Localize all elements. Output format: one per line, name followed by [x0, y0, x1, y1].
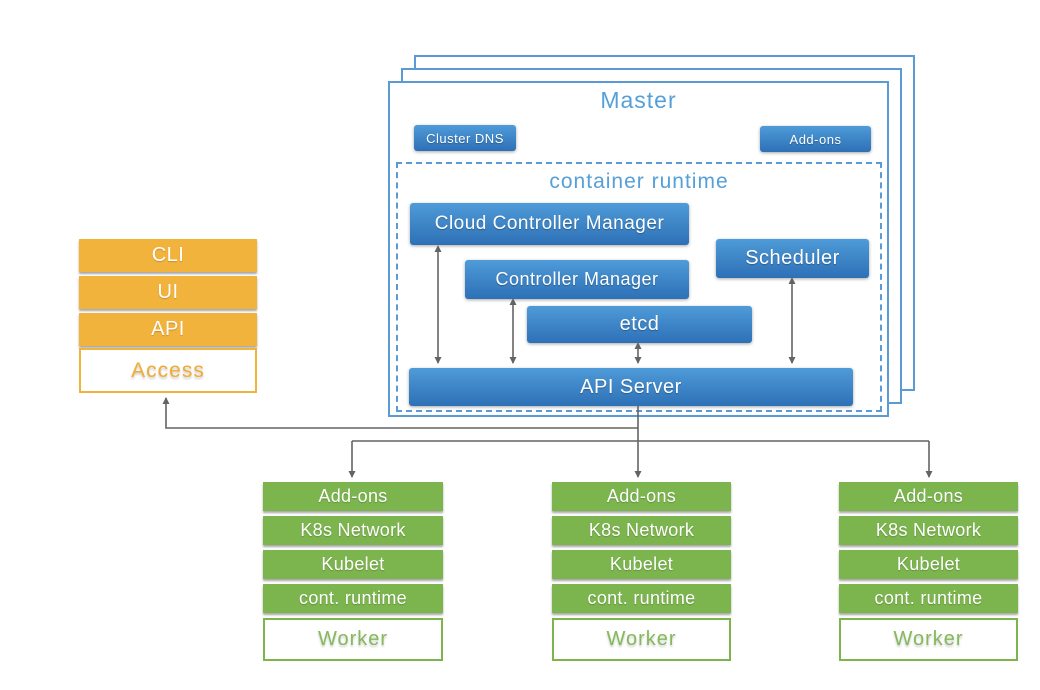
worker-label-box: Worker — [839, 618, 1018, 661]
worker-node-1: Add-ons K8s Network Kubelet cont. runtim… — [263, 482, 443, 661]
container-runtime-box — [396, 162, 882, 412]
cluster-dns-box: Cluster DNS — [414, 125, 516, 151]
cloud-controller-manager-box: Cloud Controller Manager — [410, 203, 689, 245]
worker-node-3: Add-ons K8s Network Kubelet cont. runtim… — [839, 482, 1018, 661]
worker-row: Add-ons — [839, 482, 1018, 511]
worker-row: Add-ons — [263, 482, 443, 511]
worker-row: cont. runtime — [839, 584, 1018, 613]
worker-row: Kubelet — [552, 550, 731, 579]
worker-label-box: Worker — [263, 618, 443, 661]
worker-label-box: Worker — [552, 618, 731, 661]
controller-manager-box: Controller Manager — [465, 260, 689, 299]
worker-row: K8s Network — [839, 516, 1018, 545]
access-label-box: Access — [79, 348, 257, 393]
scheduler-box: Scheduler — [716, 239, 869, 278]
worker-row: cont. runtime — [552, 584, 731, 613]
container-runtime-title: container runtime — [549, 170, 729, 193]
worker-row: K8s Network — [552, 516, 731, 545]
worker-row: Kubelet — [263, 550, 443, 579]
worker-row: Kubelet — [839, 550, 1018, 579]
worker-node-2: Add-ons K8s Network Kubelet cont. runtim… — [552, 482, 731, 661]
worker-row: cont. runtime — [263, 584, 443, 613]
access-item-api: API — [79, 313, 257, 346]
master-title: Master — [600, 86, 677, 113]
api-server-box: API Server — [409, 368, 853, 406]
worker-row: Add-ons — [552, 482, 731, 511]
worker-row: K8s Network — [263, 516, 443, 545]
access-item-cli: CLI — [79, 239, 257, 272]
etcd-box: etcd — [527, 306, 752, 343]
access-item-ui: UI — [79, 276, 257, 309]
master-addons-box: Add-ons — [760, 126, 871, 152]
